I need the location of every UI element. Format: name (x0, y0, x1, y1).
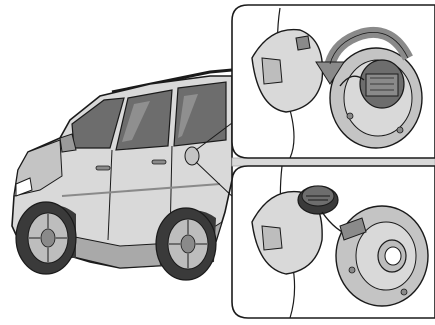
fuel-cap-stowed (298, 186, 338, 214)
suv-vehicle (12, 70, 232, 280)
fuel-cap-holder (296, 36, 310, 50)
callout-panel-bottom (232, 166, 435, 318)
door-handle (152, 160, 166, 164)
rear-wheel (156, 208, 216, 280)
front-wheel (16, 202, 76, 274)
door-handle (96, 166, 110, 170)
panel-divider (232, 158, 435, 166)
callout-panel-top (232, 5, 435, 158)
fuel-cap (360, 60, 404, 108)
